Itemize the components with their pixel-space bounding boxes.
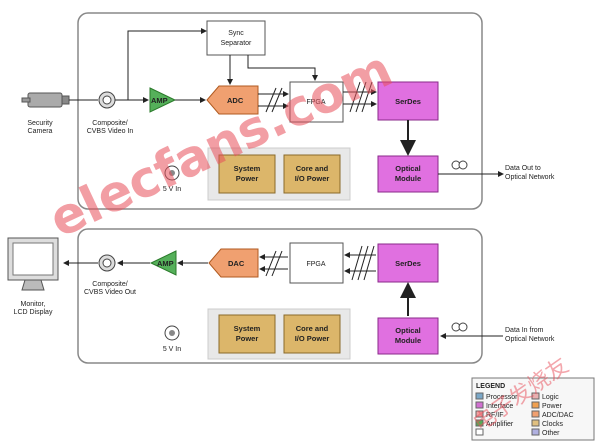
core-power-bottom-label-2: I/O Power — [295, 334, 330, 343]
camera-label-1: Security — [27, 120, 53, 127]
core-power-top-label-2: I/O Power — [295, 174, 330, 183]
fiber-in-icon — [451, 322, 468, 332]
serdes-top-label: SerDes — [395, 97, 421, 106]
amp-bottom-label: AMP — [157, 259, 174, 268]
legend-swatch-7 — [531, 419, 540, 427]
system-power-bottom-block — [218, 314, 276, 354]
line-sync-fpga — [247, 55, 318, 81]
legend-label-9: Other — [542, 430, 560, 437]
bus-slash-4 — [355, 81, 367, 113]
core-power-bottom-block — [283, 314, 341, 354]
system-power-bottom-label-1: System — [234, 324, 261, 333]
legend-swatch-6 — [475, 419, 484, 427]
optical-top-label-1: Optical — [395, 164, 420, 173]
optical-bottom-block — [377, 317, 439, 355]
five-v-top-label: 5 V In — [163, 186, 181, 193]
serdes-bottom-label: SerDes — [395, 259, 421, 268]
bus-slash-10 — [363, 245, 375, 281]
video-in-label-1: Composite/ — [92, 120, 127, 127]
sync-separator-block — [206, 20, 266, 56]
sync-label-1: Sync — [228, 30, 244, 37]
legend-swatch-9 — [531, 428, 540, 436]
bus-slash-8 — [351, 245, 363, 281]
legend-label-5: ADC/DAC — [542, 412, 574, 419]
legend-swatch-1 — [531, 392, 540, 400]
core-power-bottom-label-1: Core and — [296, 324, 329, 333]
amp-top-label: AMP — [151, 96, 168, 105]
legend-label-6: Amplifier — [486, 421, 514, 428]
data-out-label-1: Data Out to — [505, 165, 541, 172]
monitor-icon — [7, 237, 59, 291]
fpga-bottom-label: FPGA — [306, 261, 325, 268]
bus-slash-6 — [265, 250, 277, 277]
five-v-bottom-connector-icon — [164, 325, 180, 341]
data-in-label-1: Data In from — [505, 327, 544, 334]
legend-swatch-4 — [475, 410, 484, 418]
fpga-bottom-block — [289, 242, 344, 284]
legend-swatch-3 — [531, 401, 540, 409]
monitor-label-1: Monitor, — [21, 301, 46, 308]
optical-top-label-2: Module — [395, 174, 421, 183]
fiber-out-icon — [451, 160, 468, 170]
legend-label-2: Interface — [486, 403, 513, 410]
optical-top-block — [377, 155, 439, 193]
data-out-label-2: Optical Network — [505, 174, 555, 181]
bus-slash-1 — [265, 87, 277, 113]
dac-label: DAC — [228, 259, 245, 268]
video-in-connector-icon — [98, 91, 116, 109]
bus-slash-3 — [349, 81, 361, 113]
legend-label-0: Processor — [486, 394, 518, 401]
system-power-bottom-label-2: Power — [236, 334, 259, 343]
adc-label: ADC — [227, 96, 244, 105]
legend-swatch-8 — [475, 428, 484, 436]
bus-slash-7 — [271, 250, 283, 277]
optical-bottom-label-1: Optical — [395, 326, 420, 335]
video-out-label-2: CVBS Video Out — [84, 289, 136, 296]
optical-bottom-label-2: Module — [395, 336, 421, 345]
core-power-top-block — [283, 154, 341, 194]
legend-label-4: RF/IF — [486, 412, 504, 419]
bus-slash-2 — [271, 87, 283, 113]
legend-label-1: Logic — [542, 394, 559, 401]
security-camera-icon — [21, 92, 70, 108]
video-in-label-2: CVBS Video In — [87, 128, 134, 135]
data-in-label-2: Optical Network — [505, 336, 555, 343]
fpga-top-block — [289, 81, 344, 123]
dac-block — [208, 248, 259, 278]
legend-title: LEGEND — [476, 383, 505, 390]
system-power-top-label-1: System — [234, 164, 261, 173]
adc-block — [206, 85, 259, 115]
amp-top — [149, 87, 177, 113]
serdes-bottom-block — [377, 243, 439, 283]
fpga-top-label: FPGA — [306, 99, 325, 106]
serdes-top-block — [377, 81, 439, 121]
legend-swatch-2 — [475, 401, 484, 409]
five-v-bottom-label: 5 V In — [163, 346, 181, 353]
system-power-top-block — [218, 154, 276, 194]
legend-swatch-5 — [531, 410, 540, 418]
five-v-top-connector-icon — [164, 165, 180, 181]
bus-slash-9 — [357, 245, 369, 281]
monitor-label-2: LCD Display — [14, 309, 53, 316]
video-out-label-1: Composite/ — [92, 281, 127, 288]
camera-label-2: Camera — [28, 128, 53, 135]
system-power-top-label-2: Power — [236, 174, 259, 183]
legend-swatch-0 — [475, 392, 484, 400]
video-out-connector-icon — [98, 254, 116, 272]
line-to-sync — [127, 28, 207, 100]
amp-bottom — [149, 250, 177, 276]
bus-slash-5 — [361, 81, 373, 113]
core-power-top-label-1: Core and — [296, 164, 329, 173]
legend-label-7: Clocks — [542, 421, 564, 428]
legend-label-3: Power — [542, 403, 563, 410]
sync-label-2: Separator — [221, 40, 252, 47]
